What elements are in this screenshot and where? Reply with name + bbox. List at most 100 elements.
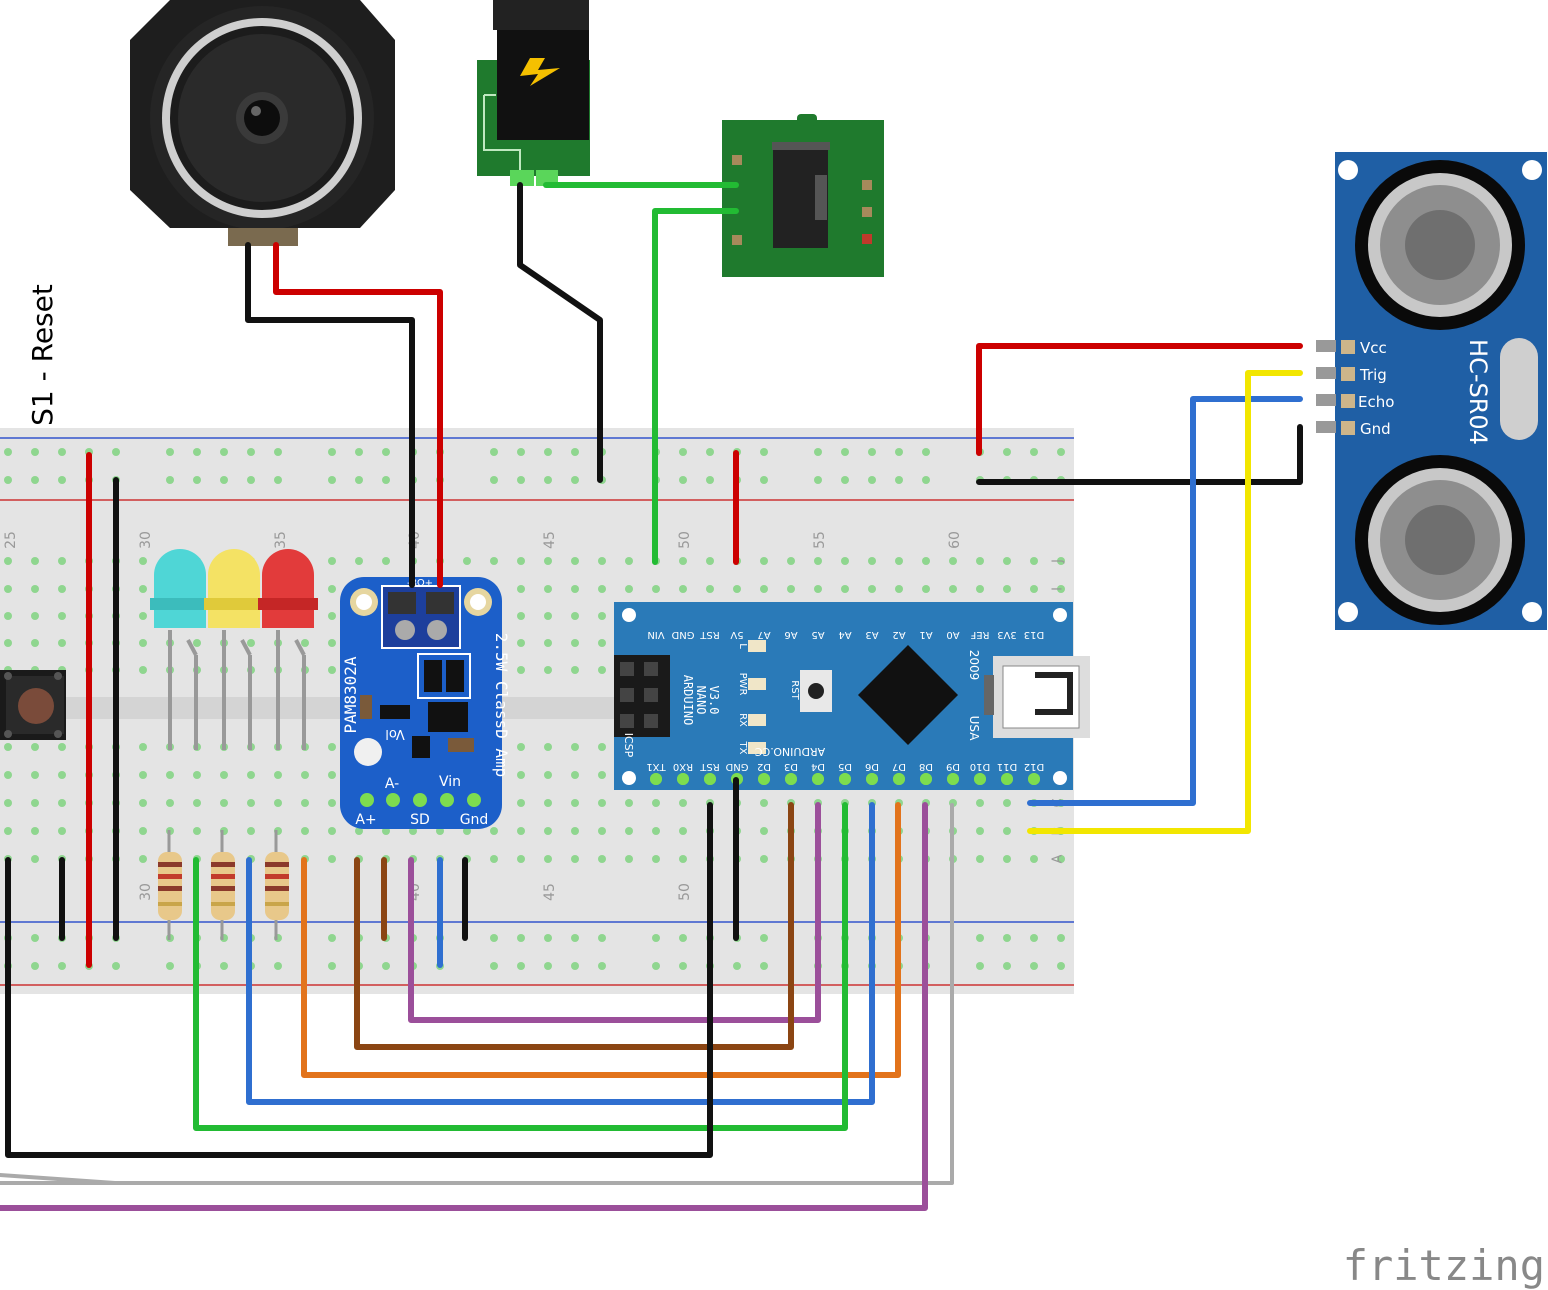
- wire-switch-green: [652, 208, 739, 565]
- breadboard-hole: [679, 585, 687, 593]
- breadboard-hole: [679, 557, 687, 565]
- breadboard-hole: [517, 743, 525, 751]
- breadboard-hole: [58, 771, 66, 779]
- breadboard-hole: [976, 827, 984, 835]
- col-60: 60: [947, 531, 963, 549]
- breadboard-hole: [31, 855, 39, 863]
- breadboard-hole: [598, 855, 606, 863]
- wire-jack-black: [517, 182, 603, 483]
- wire-speaker-red: [273, 242, 443, 588]
- breadboard-hole: [868, 585, 876, 593]
- breadboard-hole: [517, 639, 525, 647]
- breadboard-hole: [139, 827, 147, 835]
- breadboard-hole: [58, 448, 66, 456]
- breadboard-hole: [1003, 827, 1011, 835]
- breadboard-hole: [598, 743, 606, 751]
- breadboard-hole: [598, 557, 606, 565]
- breadboard-hole: [355, 557, 363, 565]
- breadboard-hole: [571, 855, 579, 863]
- nano-led-tx: TX: [737, 741, 748, 755]
- nano-year-label: 2009: [967, 650, 981, 681]
- breadboard-hole: [571, 962, 579, 970]
- breadboard-hole: [868, 557, 876, 565]
- nano-pin-gnd: GND: [671, 629, 694, 640]
- resistor-3: [265, 830, 289, 940]
- wire-sensor-trig-yellow: [1027, 370, 1303, 834]
- wire-blue-led: [246, 802, 875, 1105]
- breadboard-hole: [517, 585, 525, 593]
- breadboard-hole: [625, 799, 633, 807]
- wire-grey-2: [0, 1173, 117, 1185]
- nano-pin-a2: A2: [892, 629, 905, 640]
- breadboard-hole: [679, 855, 687, 863]
- sensor-title: HC-SR04: [1464, 339, 1492, 445]
- nano-pin-d12: D12: [1024, 761, 1044, 772]
- slide-switch: [722, 114, 884, 277]
- breadboard-hole: [598, 962, 606, 970]
- breadboard-hole: [382, 448, 390, 456]
- breadboard-hole: [652, 962, 660, 970]
- breadboard-hole: [679, 448, 687, 456]
- nano-pin-a5: A5: [811, 629, 824, 640]
- breadboard-hole: [1003, 934, 1011, 942]
- breadboard-hole: [1003, 448, 1011, 456]
- breadboard-hole: [139, 585, 147, 593]
- breadboard-hole: [1030, 934, 1038, 942]
- breadboard-hole: [58, 799, 66, 807]
- breadboard-hole: [328, 476, 336, 484]
- breadboard-hole: [598, 585, 606, 593]
- breadboard-hole: [4, 827, 12, 835]
- wire-sensor-vcc-red: [976, 343, 1303, 456]
- col-50: 50: [677, 531, 693, 549]
- breadboard-hole: [58, 962, 66, 970]
- amp-subtitle: 2.5W ClassD Amp: [492, 633, 511, 778]
- breadboard-hole: [1057, 557, 1065, 565]
- nano-pin-pad: [920, 773, 932, 785]
- breadboard-hole: [274, 771, 282, 779]
- breadboard-hole: [652, 585, 660, 593]
- breadboard-hole: [193, 476, 201, 484]
- breadboard-hole: [490, 448, 498, 456]
- breadboard-hole: [679, 799, 687, 807]
- nano-icsp-label: ICSP: [622, 733, 635, 758]
- reset-push-button[interactable]: [0, 670, 66, 740]
- breadboard-hole: [760, 855, 768, 863]
- nano-pin-d6: D6: [865, 761, 879, 772]
- breadboard-hole: [517, 448, 525, 456]
- nano-pin-a0: A0: [946, 629, 959, 640]
- breadboard-hole: [517, 476, 525, 484]
- breadboard-hole: [31, 799, 39, 807]
- amp-pin-gnd: Gnd: [460, 812, 489, 828]
- breadboard-hole: [220, 799, 228, 807]
- breadboard-hole: [4, 799, 12, 807]
- breadboard-hole: [706, 476, 714, 484]
- breadboard-hole: [1057, 934, 1065, 942]
- breadboard-hole: [517, 666, 525, 674]
- led-yellow: [204, 549, 264, 750]
- breadboard-hole: [274, 799, 282, 807]
- breadboard-hole: [274, 962, 282, 970]
- breadboard-hole: [328, 639, 336, 647]
- breadboard-hole: [463, 557, 471, 565]
- amp-pin-sd: SD: [410, 812, 430, 828]
- breadboard-hole: [193, 799, 201, 807]
- breadboard-hole: [895, 557, 903, 565]
- breadboard-hole: [1057, 585, 1065, 593]
- nano-pin-a7: A7: [757, 629, 770, 640]
- nano-pin-pad: [704, 773, 716, 785]
- breadboard-hole: [220, 962, 228, 970]
- breadboard-hole: [139, 639, 147, 647]
- breadboard-hole: [328, 934, 336, 942]
- breadboard-hole: [193, 448, 201, 456]
- breadboard-hole: [355, 448, 363, 456]
- nano-pin-pad: [812, 773, 824, 785]
- breadboard-hole: [328, 855, 336, 863]
- breadboard-hole: [814, 557, 822, 565]
- nano-model-label: NANO: [694, 686, 708, 715]
- breadboard-hole: [679, 476, 687, 484]
- breadboard-hole: [1030, 557, 1038, 565]
- breadboard-hole: [139, 557, 147, 565]
- breadboard-hole: [544, 827, 552, 835]
- breadboard-hole: [139, 743, 147, 751]
- nano-pin-pad: [677, 773, 689, 785]
